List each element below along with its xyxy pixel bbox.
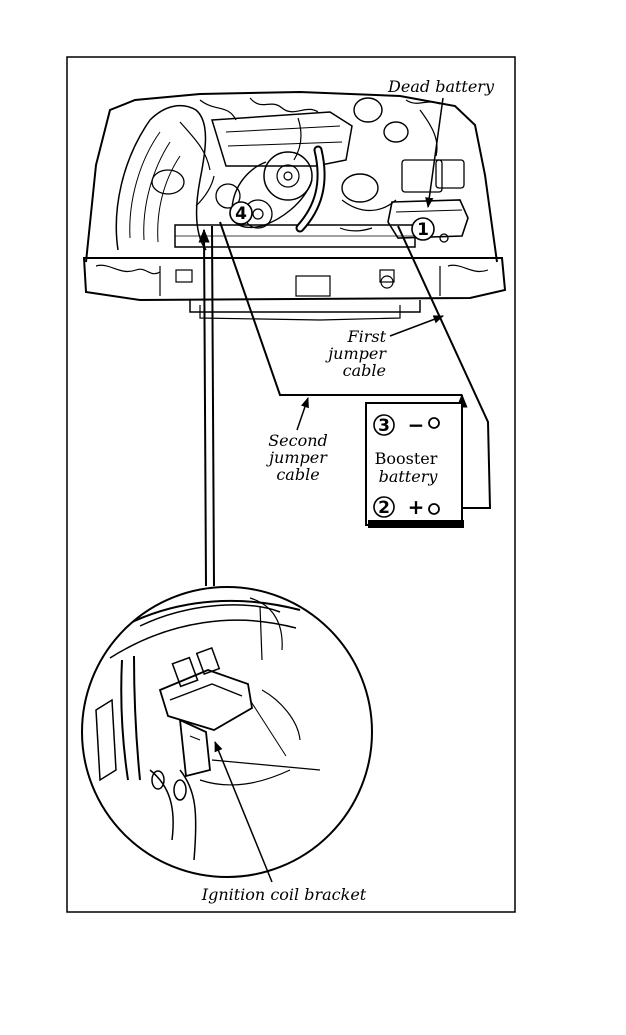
booster-battery-shadow [368, 520, 464, 528]
negative-terminal-symbol: − [408, 413, 425, 437]
positive-terminal-symbol: + [408, 495, 425, 519]
step-marker-4: 4 [235, 204, 247, 224]
ignition-coil-detail [82, 587, 372, 877]
step-marker-2: 2 [378, 498, 390, 518]
booster-title-line1: Booster [375, 449, 438, 468]
first-cable-label-3: cable [343, 361, 386, 380]
step-marker-3: 3 [378, 416, 390, 436]
second-cable-label-3: cable [276, 465, 319, 484]
booster-battery: 3 − Booster battery 2 + [366, 403, 464, 528]
ignition-coil-bracket-label: Ignition coil bracket [201, 885, 367, 904]
dead-battery-label: Dead battery [387, 77, 495, 96]
step-marker-1: 1 [417, 220, 429, 240]
booster-title-line2: battery [379, 467, 439, 486]
